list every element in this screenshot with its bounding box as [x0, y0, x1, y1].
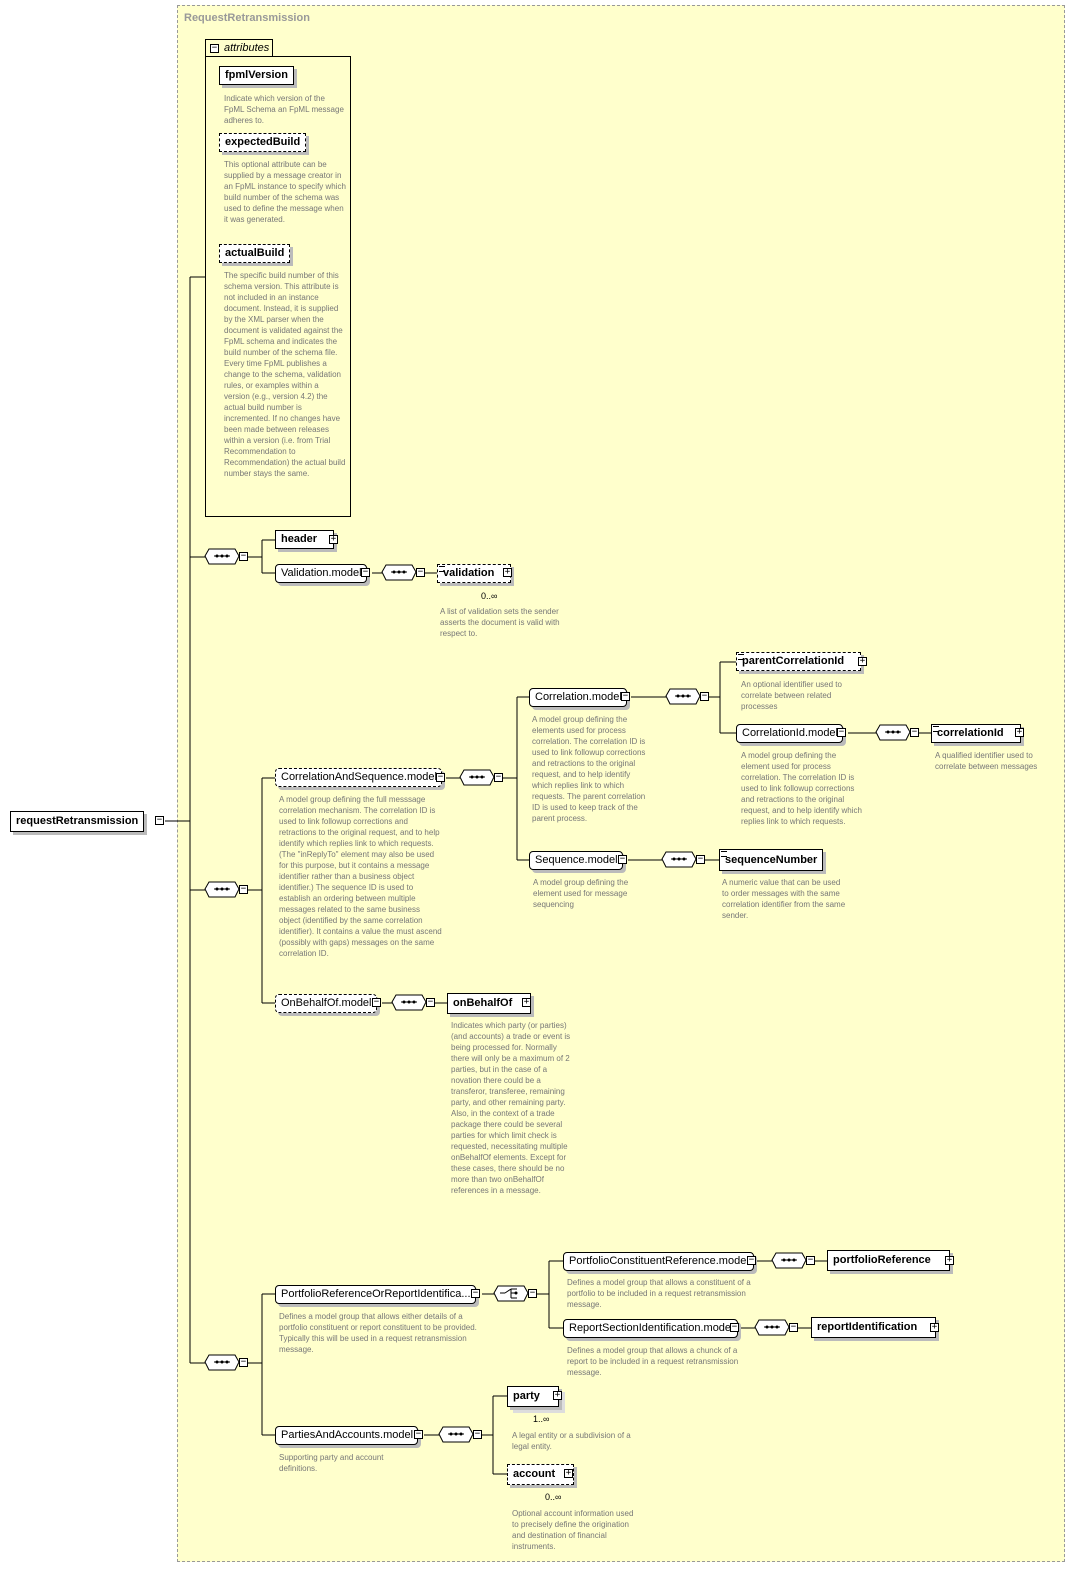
sequence-icon[interactable] — [204, 881, 240, 898]
collapse-icon[interactable]: − — [910, 727, 919, 737]
parties-and-accounts-model[interactable]: PartiesAndAccounts.model — [275, 1426, 419, 1445]
sequence-icon[interactable] — [754, 1319, 790, 1336]
collapse-icon[interactable]: − — [414, 1429, 423, 1439]
collapse-icon[interactable]: − — [747, 1255, 756, 1265]
header-element[interactable]: header — [275, 530, 335, 549]
sequence-icon[interactable] — [204, 1354, 240, 1371]
collapse-icon[interactable]: − — [471, 1288, 480, 1298]
sequence-icon[interactable] — [204, 548, 240, 565]
collapse-icon[interactable]: − — [372, 997, 381, 1007]
sequence-icon[interactable] — [771, 1252, 807, 1269]
collapse-icon[interactable]: − — [426, 997, 435, 1007]
report-section-identification-desc: Defines a model group that allows a chun… — [567, 1346, 739, 1377]
attributes-tab[interactable]: − attributes — [205, 39, 273, 57]
collapse-icon[interactable]: − — [494, 772, 503, 782]
frame-title: RequestRetransmission — [184, 12, 310, 24]
validation-cardinality: 0..∞ — [481, 591, 498, 601]
correlation-id-desc: A qualified identifier used to correlate… — [935, 751, 1038, 771]
portfolio-reference-element[interactable]: portfolioReference — [827, 1250, 950, 1271]
correlation-id-model[interactable]: CorrelationId.model — [736, 724, 843, 743]
expand-icon[interactable]: + — [329, 534, 338, 544]
collapse-icon[interactable]: − — [239, 551, 248, 561]
expand-icon[interactable]: + — [1015, 727, 1024, 737]
collapse-icon[interactable]: − — [621, 691, 630, 701]
collapse-icon[interactable]: − — [618, 854, 627, 864]
on-behalf-of-element[interactable]: onBehalfOf — [447, 993, 532, 1014]
sequence-icon[interactable] — [661, 851, 697, 868]
portfolio-reference-or-report-identification-desc: Defines a model group that allows either… — [279, 1312, 477, 1354]
report-section-identification-model[interactable]: ReportSectionIdentification.model — [563, 1319, 739, 1338]
collapse-icon[interactable]: − — [436, 772, 445, 782]
sequence-icon[interactable] — [875, 724, 911, 741]
parent-correlation-id-desc: An optional identifier used to correlate… — [741, 680, 842, 711]
attr-expectedbuild-desc: This optional attribute can be supplied … — [224, 160, 346, 224]
collapse-icon[interactable]: − — [700, 691, 709, 701]
attributes-tab-label: attributes — [224, 42, 270, 54]
attr-expectedbuild[interactable]: expectedBuild — [219, 133, 307, 152]
account-element[interactable]: account — [507, 1464, 575, 1485]
sequence-icon[interactable] — [459, 769, 495, 786]
expand-icon[interactable]: + — [553, 1390, 562, 1400]
expand-icon[interactable]: + — [564, 1468, 573, 1478]
attr-actualbuild[interactable]: actualBuild — [219, 244, 291, 263]
attr-fpmlversion[interactable]: fpmlVersion — [219, 66, 294, 85]
validation-model[interactable]: Validation.model — [275, 564, 367, 583]
parties-and-accounts-desc: Supporting party and account definitions… — [279, 1453, 384, 1473]
collapse-icon[interactable]: − — [696, 854, 705, 864]
collapse-icon[interactable]: − — [789, 1322, 798, 1332]
correlation-and-sequence-model[interactable]: CorrelationAndSequence.model — [275, 768, 442, 787]
report-identification-element[interactable]: reportIdentification — [811, 1317, 937, 1338]
sequence-icon[interactable] — [665, 688, 701, 705]
expand-icon[interactable]: + — [503, 567, 512, 577]
account-desc: Optional account information used to pre… — [512, 1509, 634, 1551]
party-element[interactable]: party — [507, 1386, 559, 1407]
sequence-icon[interactable] — [391, 994, 427, 1011]
sequence-icon[interactable] — [381, 564, 417, 581]
correlation-and-sequence-desc: A model group defining the full messsage… — [279, 795, 442, 958]
attr-fpmlversion-desc: Indicate which version of the FpML Schem… — [224, 94, 344, 125]
collapse-icon[interactable]: − — [528, 1288, 537, 1298]
portfolio-constituent-reference-model[interactable]: PortfolioConstituentReference.model — [563, 1252, 754, 1271]
collapse-icon[interactable]: − — [361, 567, 370, 577]
validation-element[interactable]: validation — [437, 564, 512, 583]
party-cardinality: 1..∞ — [533, 1414, 550, 1424]
sequence-model-desc: A model group defining the element used … — [533, 878, 629, 909]
on-behalf-of-desc: Indicates which party (or parties) (and … — [451, 1021, 571, 1195]
account-cardinality: 0..∞ — [545, 1492, 562, 1502]
expand-icon[interactable]: + — [858, 656, 867, 666]
collapse-icon[interactable]: − — [239, 1357, 248, 1367]
choice-icon[interactable] — [493, 1285, 529, 1302]
collapse-icon[interactable]: − — [155, 815, 164, 825]
correlation-id-model-desc: A model group defining the element used … — [741, 751, 862, 826]
sequence-number-element[interactable]: sequenceNumber — [719, 849, 824, 871]
party-desc: A legal entity or a subdivision of a leg… — [512, 1431, 631, 1451]
collapse-icon[interactable]: − — [730, 1322, 739, 1332]
collapse-icon[interactable]: − — [416, 567, 425, 577]
collapse-icon[interactable]: − — [210, 43, 219, 53]
attributes-panel — [205, 56, 351, 517]
correlation-model[interactable]: Correlation.model — [529, 688, 627, 707]
sequence-number-desc: A numeric value that can be used to orde… — [722, 878, 846, 920]
collapse-icon[interactable]: − — [473, 1429, 482, 1439]
expand-icon[interactable]: + — [930, 1322, 939, 1332]
expand-icon[interactable]: + — [522, 997, 531, 1007]
portfolio-reference-or-report-identification-model[interactable]: PortfolioReferenceOrReportIdentifica... — [275, 1285, 476, 1304]
collapse-icon[interactable]: − — [239, 884, 248, 894]
sequence-icon[interactable] — [438, 1426, 474, 1443]
correlation-id-element[interactable]: correlationId — [931, 724, 1021, 743]
on-behalf-of-model[interactable]: OnBehalfOf.model — [275, 994, 377, 1013]
collapse-icon[interactable]: − — [837, 727, 846, 737]
collapse-icon[interactable]: − — [806, 1255, 815, 1265]
sequence-model[interactable]: Sequence.model — [529, 851, 623, 870]
root-element[interactable]: requestRetransmission — [10, 811, 145, 832]
parent-correlation-id-element[interactable]: parentCorrelationId — [736, 652, 862, 671]
correlation-desc: A model group defining the elements used… — [532, 715, 646, 823]
attr-actualbuild-desc: The specific build number of this schema… — [224, 271, 346, 478]
portfolio-constituent-reference-desc: Defines a model group that allows a cons… — [567, 1278, 751, 1309]
expand-icon[interactable]: + — [945, 1255, 954, 1265]
validation-desc: A list of validation sets the sender ass… — [440, 607, 560, 638]
